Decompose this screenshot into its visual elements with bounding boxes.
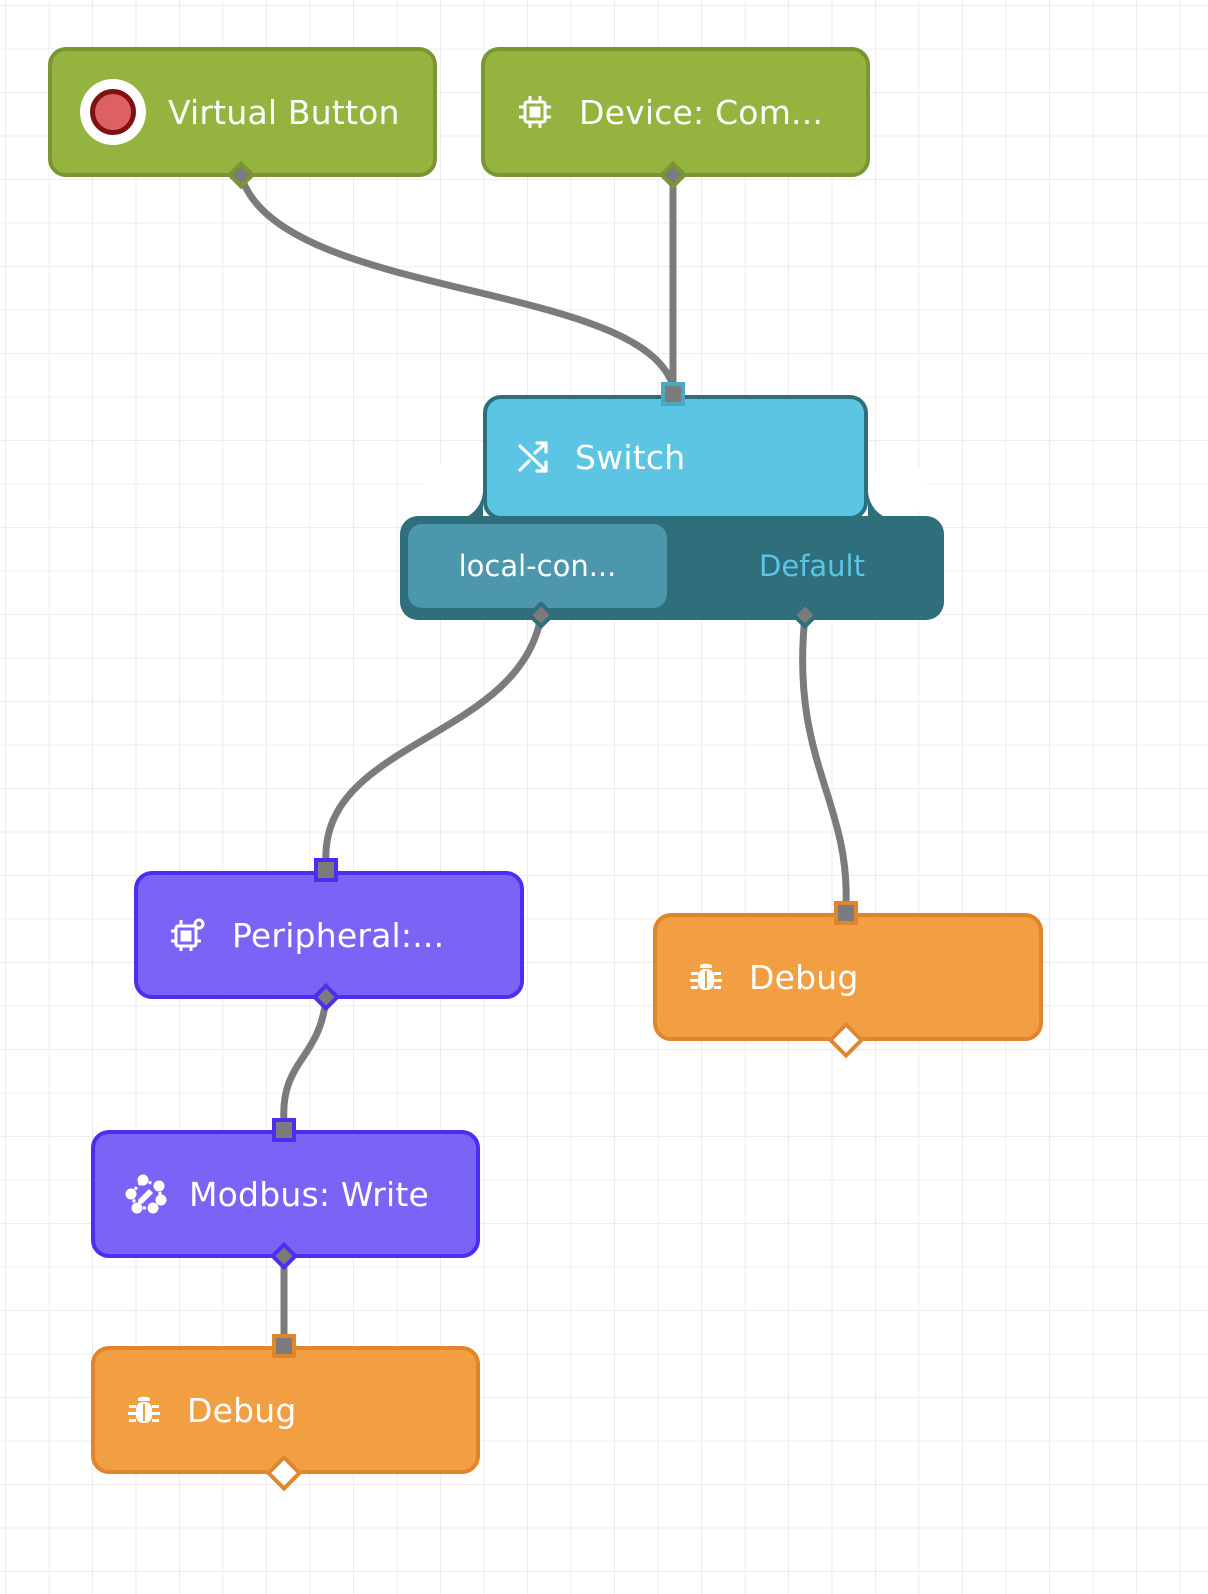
input-port[interactable]: [272, 1334, 296, 1358]
switch-shape-corner: [423, 460, 483, 520]
switch-shape-corner: [868, 460, 928, 520]
input-port[interactable]: [272, 1118, 296, 1142]
bug-icon: [689, 960, 723, 994]
node-label: Debug: [187, 1390, 297, 1430]
input-port[interactable]: [661, 382, 685, 406]
chip-settings-icon: [170, 917, 206, 953]
debug-node-bottom[interactable]: Debug: [91, 1346, 480, 1474]
switch-output-default[interactable]: Default: [759, 549, 865, 583]
network-edit-icon: [123, 1174, 167, 1214]
node-label: Debug: [749, 957, 859, 997]
virtual-button-node[interactable]: Virtual Button: [48, 47, 437, 177]
input-port[interactable]: [314, 858, 338, 882]
node-label: Peripheral:...: [232, 915, 445, 955]
shuffle-icon: [517, 440, 551, 475]
debug-node-right[interactable]: Debug: [653, 913, 1043, 1041]
wire-virtual-button-to-switch: [237, 172, 677, 390]
node-label: Modbus: Write: [189, 1174, 429, 1214]
switch-node[interactable]: Switch: [483, 395, 868, 520]
chip-icon: [517, 94, 553, 130]
switch-output-local-con[interactable]: local-con...: [408, 524, 667, 608]
wire-switch-default-to-debug: [799, 612, 850, 909]
switch-outputs-bar: local-con... Default: [400, 516, 944, 620]
wire-peripheral-to-modbus: [280, 994, 330, 1126]
record-button-icon: [80, 79, 146, 145]
node-label: Device: Com...: [579, 92, 824, 132]
wire-switch-to-peripheral: [322, 612, 545, 866]
modbus-write-node[interactable]: Modbus: Write: [91, 1130, 480, 1258]
node-label: Virtual Button: [168, 92, 400, 132]
device-node[interactable]: Device: Com...: [481, 47, 870, 177]
input-port[interactable]: [834, 901, 858, 925]
node-label: Switch: [575, 438, 686, 477]
peripheral-node[interactable]: Peripheral:...: [134, 871, 524, 999]
bug-icon: [127, 1393, 161, 1427]
